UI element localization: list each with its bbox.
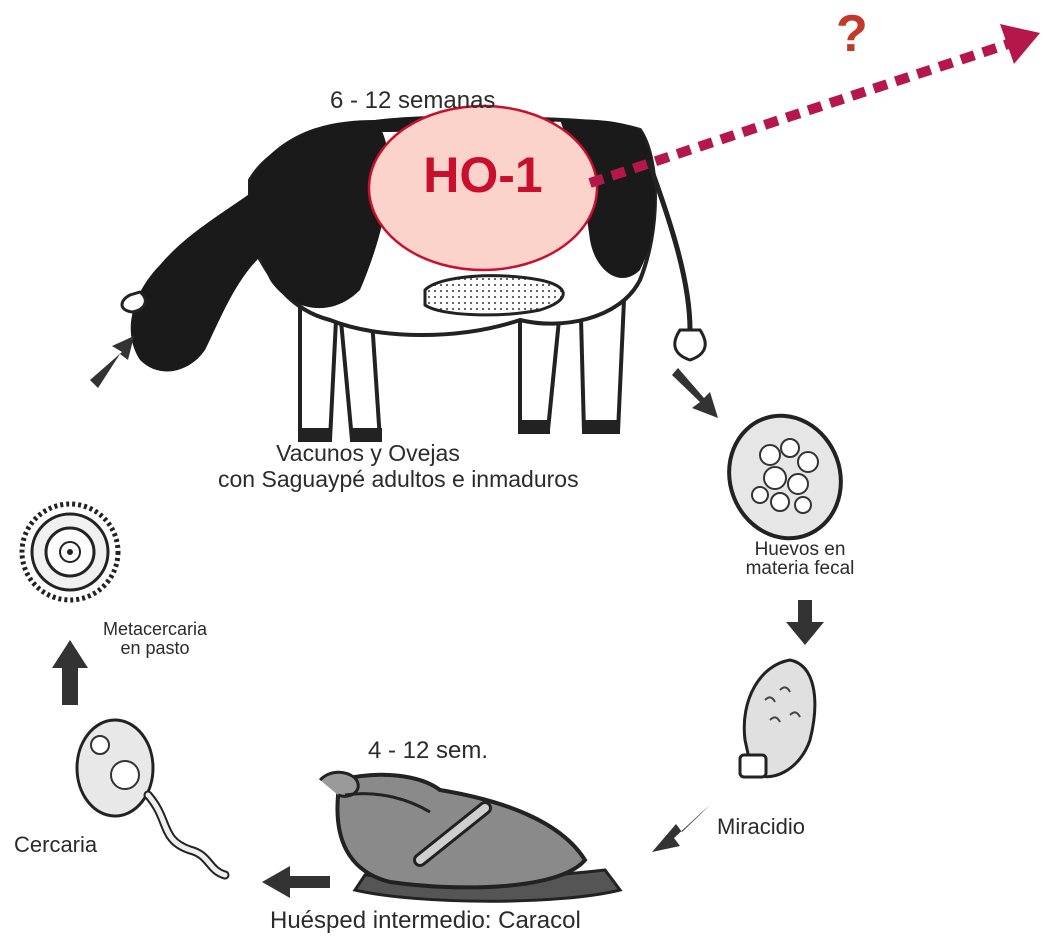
eggs-label: Huevos en materia fecal (730, 540, 870, 578)
question-mark: ? (836, 4, 868, 64)
metacercaria-label-line1: Metacercaria (85, 620, 225, 639)
host-duration-label: 6 - 12 semanas (330, 88, 495, 115)
arrow-cercaria-to-metacercaria (52, 640, 88, 705)
arrow-into-cow (90, 336, 134, 388)
cercaria-label: Cercaria (14, 833, 97, 858)
snail-illustration (320, 772, 620, 901)
host-label-line1: Vacunos y Ovejas (218, 441, 518, 467)
ho1-label: HO-1 (368, 146, 598, 204)
arrow-snail-to-cercaria (262, 866, 330, 898)
arrow-eggs-to-miracidium (786, 600, 824, 645)
liver-with-flukes (425, 276, 563, 315)
intermediate-host-label: Huésped intermedio: Caracol (270, 908, 581, 935)
cercaria-illustration (77, 720, 225, 875)
metacercaria-illustration (22, 504, 118, 600)
eggs-label-line2: materia fecal (730, 559, 870, 578)
host-label-line2: con Saguaypé adultos e inmaduros (218, 467, 518, 493)
cow-head (131, 190, 262, 371)
arrow-cow-to-eggs (672, 368, 718, 418)
egg-illustration (712, 400, 858, 554)
miracidium-label: Miracidio (717, 815, 805, 840)
metacercaria-label-line2: en pasto (85, 639, 225, 658)
eggs-label-line1: Huevos en (730, 540, 870, 559)
arrow-miracidium-to-snail (652, 805, 710, 852)
definitive-host-label: Vacunos y Ovejas con Saguaypé adultos e … (218, 441, 518, 493)
snail-duration-label: 4 - 12 sem. (368, 738, 488, 765)
metacercaria-label: Metacercaria en pasto (85, 620, 225, 658)
cow-ear (122, 292, 145, 312)
ho1-dotted-arrow (590, 44, 1008, 183)
miracidium-illustration (740, 660, 815, 777)
